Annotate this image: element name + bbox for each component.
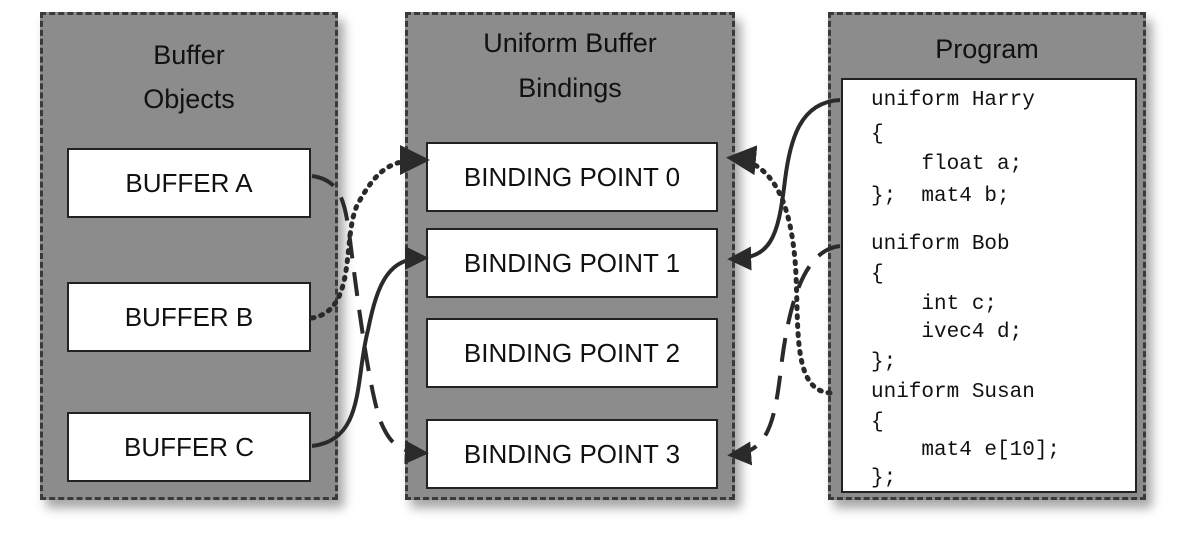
code-line: }; <box>871 467 897 490</box>
code-line-harry: uniform Harry <box>871 89 1035 112</box>
buffer-a-box: BUFFER A <box>67 148 311 218</box>
binding-point-3-box: BINDING POINT 3 <box>426 419 718 489</box>
buffer-b-box: BUFFER B <box>67 282 311 352</box>
buffer-objects-panel: Buffer Objects BUFFER A BUFFER B BUFFER … <box>40 12 338 500</box>
uniform-buffer-bindings-panel: Uniform Buffer Bindings BINDING POINT 0 … <box>405 12 735 500</box>
binding-point-2-box: BINDING POINT 2 <box>426 318 718 388</box>
connector-buffer-a-to-binding-3 <box>311 174 429 465</box>
code-line-bob: uniform Bob <box>871 233 1010 256</box>
program-code-box: uniform Harry { float a; }; mat4 b; unif… <box>841 78 1137 493</box>
connector-susan-to-binding-0 <box>726 145 833 396</box>
code-line: }; <box>871 351 897 374</box>
code-line-susan: uniform Susan <box>871 381 1035 404</box>
program-title: Program <box>935 34 1039 64</box>
connector-harry-to-binding-1 <box>727 98 841 271</box>
code-line: { <box>871 263 884 286</box>
binding-point-0-box: BINDING POINT 0 <box>426 142 718 212</box>
code-line: float a; <box>871 153 1023 176</box>
code-line: mat4 e[10]; <box>871 439 1061 462</box>
connector-bob-to-binding-3 <box>727 244 841 466</box>
bindings-title-line-2: Bindings <box>518 73 622 103</box>
code-line: ivec4 d; <box>871 321 1023 344</box>
buffer-c-box: BUFFER C <box>67 412 311 482</box>
code-line: { <box>871 411 884 434</box>
connector-buffer-c-to-binding-1 <box>311 246 429 448</box>
bindings-title-line-1: Uniform Buffer <box>483 28 657 58</box>
buffer-objects-title-line-1: Buffer <box>153 40 225 70</box>
buffer-objects-title-line-2: Objects <box>143 84 235 114</box>
code-line: }; mat4 b; <box>871 185 1010 208</box>
code-line: int c; <box>871 293 998 316</box>
program-panel: Program uniform Harry { float a; }; mat4… <box>828 12 1146 500</box>
connector-buffer-b-to-binding-0 <box>309 145 430 321</box>
code-line: { <box>871 123 884 146</box>
binding-point-1-box: BINDING POINT 1 <box>426 228 718 298</box>
